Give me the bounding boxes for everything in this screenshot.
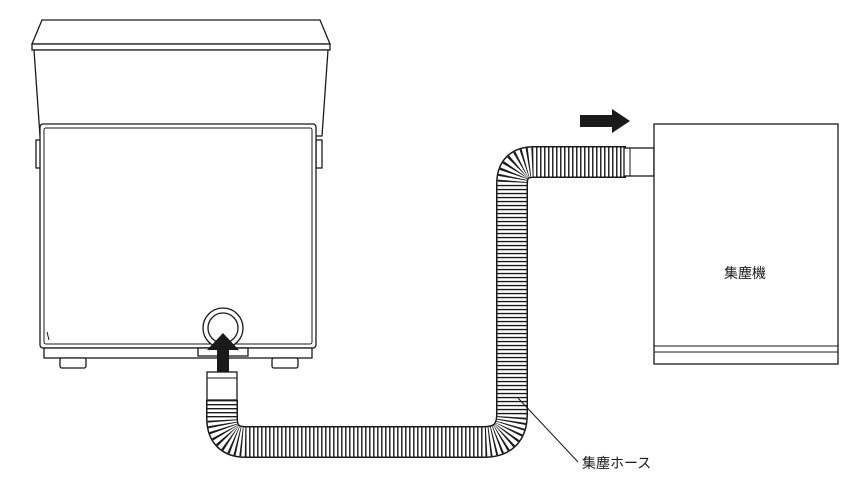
dust-hose-label: 集塵ホース bbox=[582, 455, 651, 472]
hose-outlet-connector bbox=[623, 147, 655, 177]
dust-collector-label: 集塵機 bbox=[724, 265, 766, 282]
arrow-up-icon bbox=[207, 333, 239, 372]
machine-body bbox=[39, 123, 317, 369]
dust-collector: 集塵機 bbox=[653, 123, 839, 365]
machine-lid bbox=[31, 19, 331, 169]
dust-hose bbox=[206, 146, 626, 458]
machine bbox=[31, 19, 331, 401]
arrow-right-icon bbox=[580, 109, 630, 133]
hose-leader-line bbox=[517, 397, 579, 463]
hose-inlet-connector bbox=[206, 371, 238, 401]
hose-callout: 集塵ホース bbox=[517, 397, 651, 472]
